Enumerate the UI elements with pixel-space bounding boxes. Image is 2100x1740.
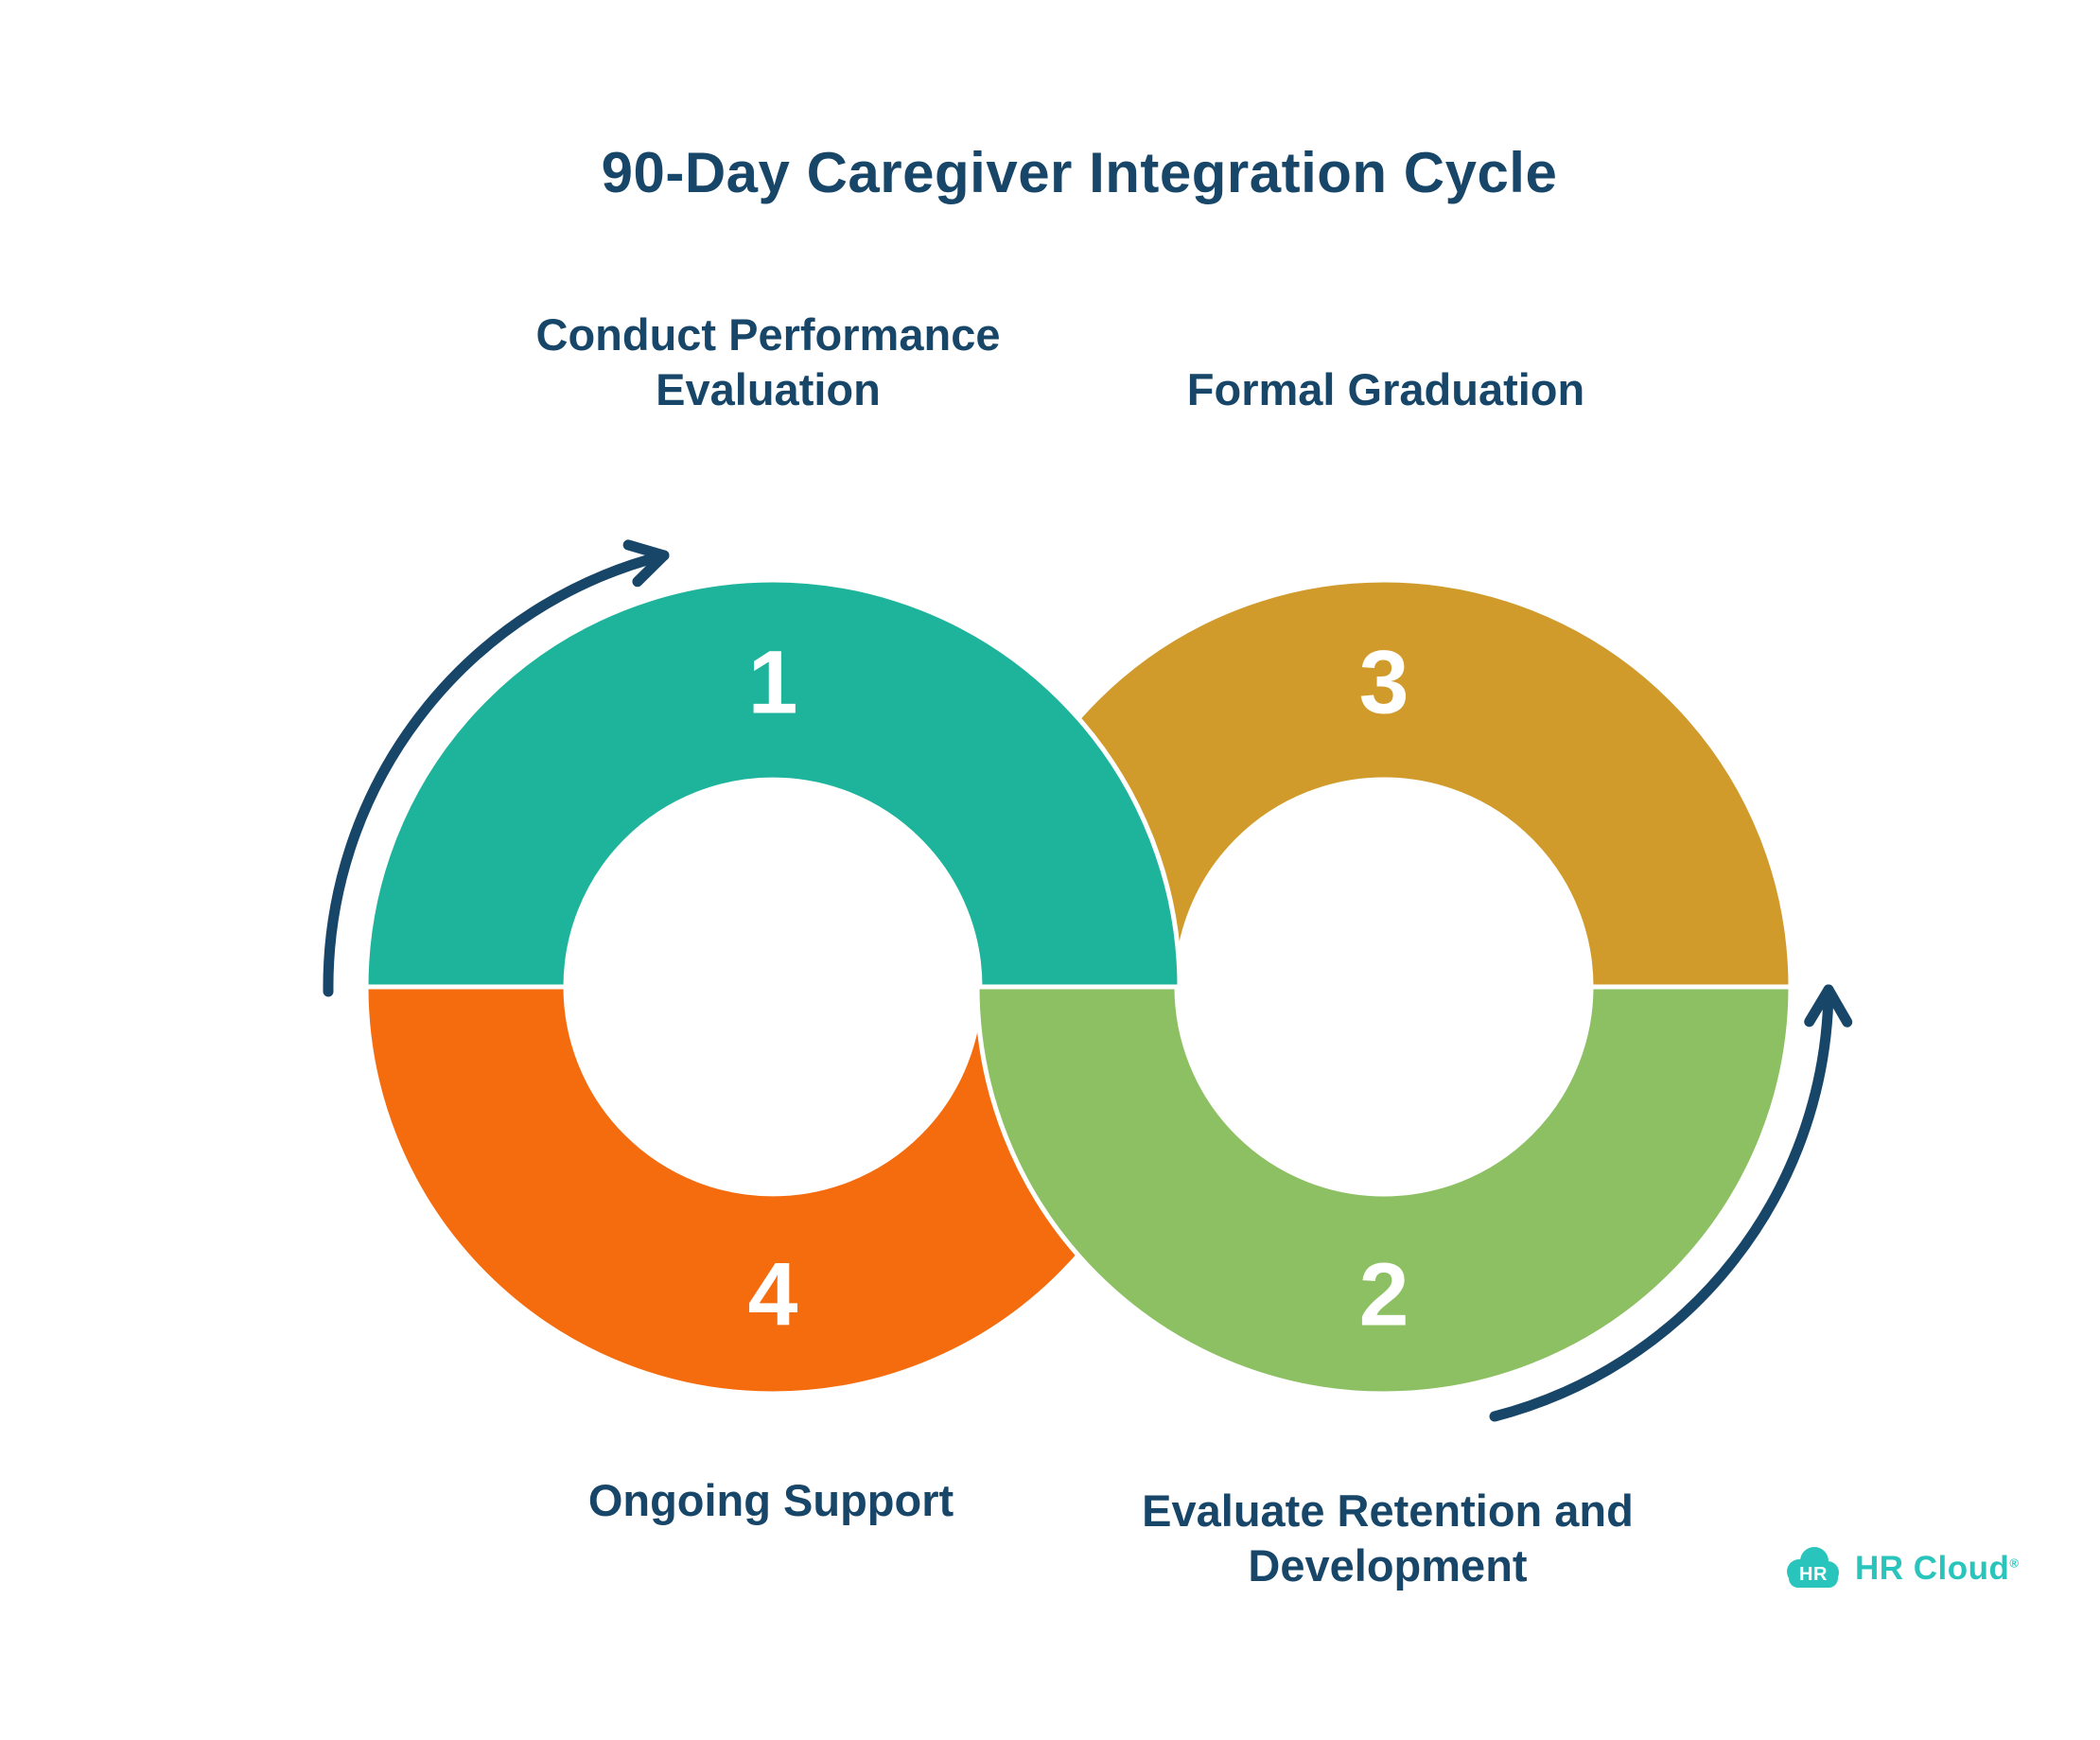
logo-wordmark-text: HR Cloud	[1855, 1550, 2010, 1587]
step-2-number: 2	[1358, 1244, 1409, 1345]
logo-badge-text: HR	[1799, 1564, 1828, 1585]
step-2-label: Evaluate Retention and Development	[1009, 1484, 1766, 1593]
hr-cloud-logo: HR HR Cloud®	[1783, 1542, 2020, 1595]
registered-trademark-icon: ®	[2009, 1555, 2020, 1571]
step-4-label-line-1: Ongoing Support	[587, 1475, 954, 1525]
cycle-arrow-left-icon	[323, 539, 670, 997]
segment-step-2-arc	[974, 984, 1794, 1397]
step-1-label: Conduct Performance Evaluation	[390, 308, 1146, 417]
segment-step-3-arc	[974, 577, 1794, 990]
logo-wordmark: HR Cloud®	[1855, 1550, 2020, 1588]
step-2-label-line-2: Development	[1248, 1540, 1528, 1591]
step-2-label-line-1: Evaluate Retention and	[1142, 1485, 1634, 1536]
step-1-number: 1	[747, 632, 798, 733]
segment-step-1-arc	[363, 577, 1182, 990]
cycle-arrow-right-icon	[1489, 984, 1853, 1422]
step-3-number: 3	[1358, 632, 1409, 733]
step-1-label-line-2: Evaluation	[656, 364, 881, 414]
step-4-label: Ongoing Support	[393, 1473, 1149, 1528]
step-1-label-line-1: Conduct Performance	[535, 309, 1001, 360]
step-4-number: 4	[747, 1244, 798, 1345]
step-3-label-line-1: Formal Graduation	[1186, 364, 1585, 414]
page-title: 90-Day Caregiver Integration Cycle	[601, 141, 1558, 204]
cloud-icon: HR	[1787, 1547, 1839, 1588]
step-3-label: Formal Graduation	[1007, 362, 1764, 417]
